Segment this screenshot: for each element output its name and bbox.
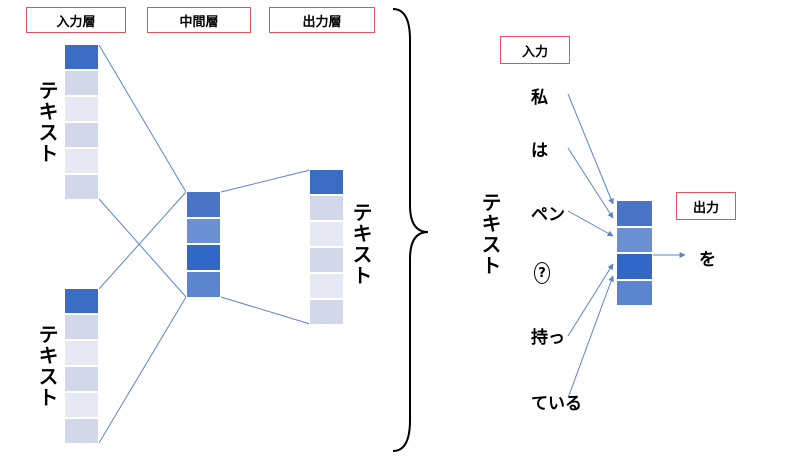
cell (309, 195, 344, 221)
text-label-output: テキスト (349, 202, 373, 286)
middle-layer-label: 中間層 (147, 7, 251, 33)
cell (616, 227, 653, 253)
cell (309, 273, 344, 299)
link-bottom-input-to-hidden-top (98, 191, 187, 290)
cell (616, 280, 653, 306)
cell (309, 299, 344, 325)
text-label-top-input: テキスト (35, 80, 59, 164)
cell (64, 340, 99, 366)
output-label: 出力 (676, 192, 736, 220)
link-bottom-input-to-hidden-bottom (98, 296, 187, 444)
cell (64, 392, 99, 418)
cell (64, 148, 99, 174)
input-label: 入力 (500, 36, 570, 64)
curly-brace (392, 8, 429, 452)
link-top-input-to-hidden-bottom (98, 198, 187, 298)
input-column-top (64, 44, 99, 200)
output-column (309, 169, 344, 325)
word-3: ペン (531, 205, 565, 225)
output-word: を (699, 250, 716, 270)
cell (64, 314, 99, 340)
cell (616, 253, 653, 280)
arrow-word-4 (567, 263, 614, 337)
cell (616, 200, 653, 227)
arrow-word-1 (567, 93, 614, 205)
hidden-column (186, 191, 221, 298)
word-5: 持っ (531, 328, 565, 348)
word-4: ? (534, 262, 550, 284)
cell (64, 44, 99, 70)
input-layer-label: 入力層 (26, 7, 126, 33)
output-layer-label: 出力層 (269, 7, 375, 33)
arrow-word-2 (567, 147, 614, 219)
cell (309, 247, 344, 273)
word-2: は (531, 141, 548, 161)
cell (64, 288, 99, 314)
input-column-bottom (64, 288, 99, 444)
link-hidden-to-output-top (220, 169, 311, 193)
cell (309, 169, 344, 195)
arrow-word-3 (567, 210, 614, 237)
cell (64, 70, 99, 96)
text-label-bottom-input: テキスト (35, 324, 59, 408)
cell (186, 271, 221, 298)
cell (64, 418, 99, 444)
word-1: 私 (531, 88, 548, 108)
cell (64, 96, 99, 122)
cell (186, 244, 221, 271)
cell (186, 218, 221, 244)
text-label-right: テキスト (478, 192, 502, 276)
link-top-input-to-hidden-top (98, 44, 187, 193)
cell (64, 174, 99, 200)
cell (64, 122, 99, 148)
cell (64, 366, 99, 392)
link-hidden-to-output-bottom (220, 296, 311, 325)
word-6: ている (531, 394, 582, 414)
cell (186, 191, 221, 218)
rnn-cell-column (616, 200, 653, 306)
arrow-word-5 (567, 275, 614, 399)
cell (309, 221, 344, 247)
